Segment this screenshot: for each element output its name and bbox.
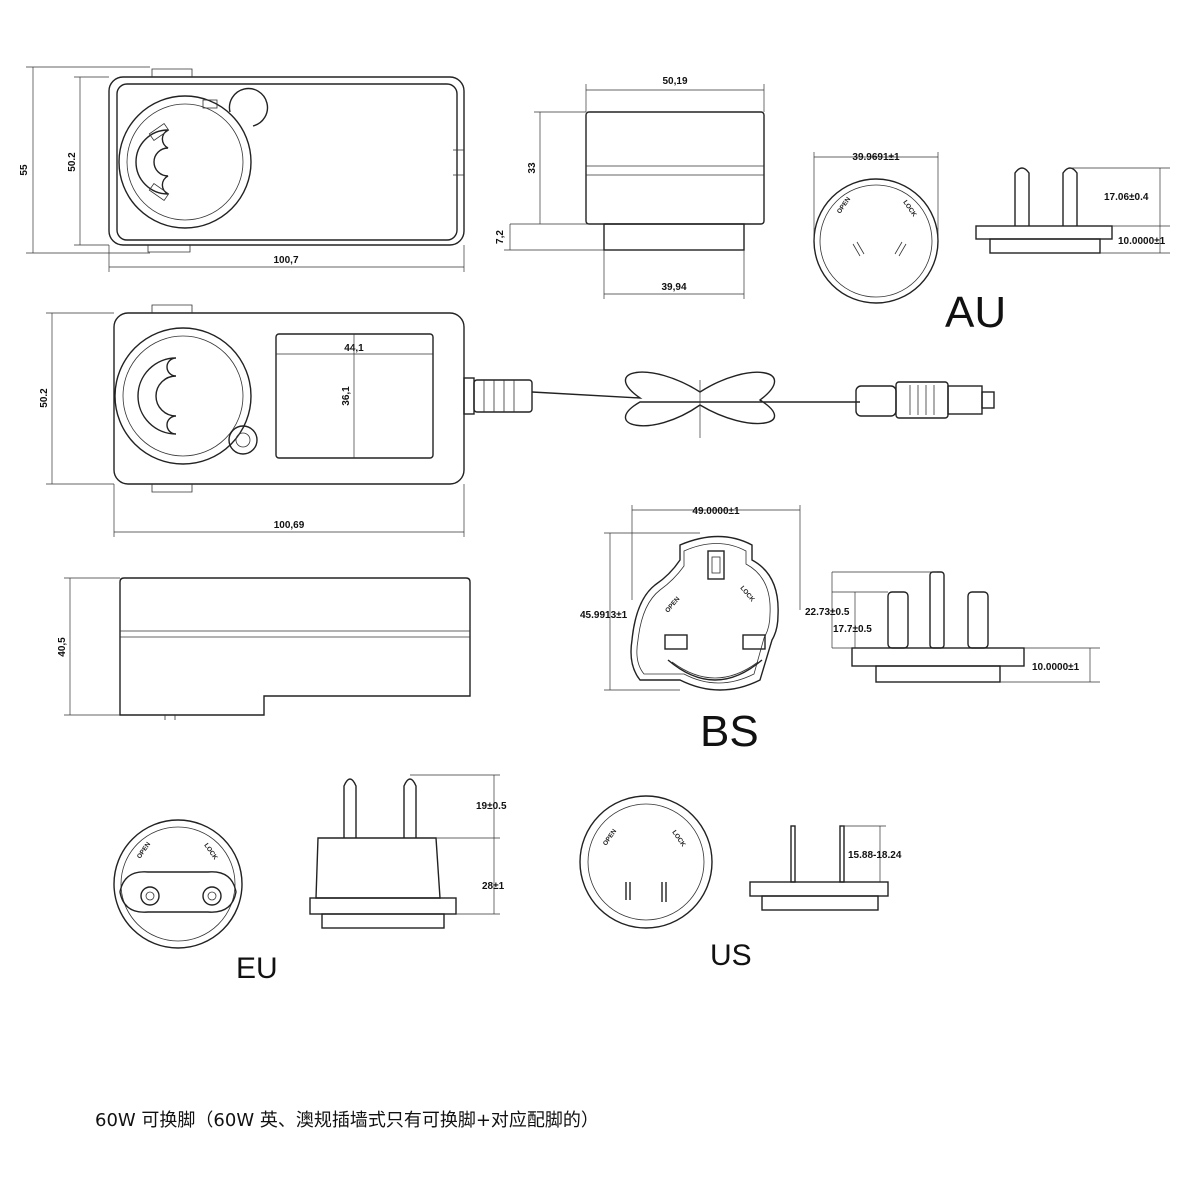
bs-open-text: OPEN (664, 595, 681, 614)
dim-bs-width: 49.0000±1 (692, 506, 740, 517)
eu-open-text: OPEN (136, 841, 152, 860)
dim-au-base: 10.0000±1 (1118, 236, 1166, 247)
caption: 60W 可换脚（60W 英、澳规插墙式只有可换脚+对应配脚的） (95, 1110, 599, 1131)
au-lock-text: LOCK (901, 199, 917, 218)
dim-side-width: 50,19 (662, 76, 687, 87)
dim-bs-base: 10.0000±1 (1032, 662, 1080, 673)
label-au: AU (945, 288, 1006, 337)
label-eu: EU (236, 952, 278, 985)
dim-bs-height: 45.9913±1 (580, 610, 628, 621)
dim-eu-pin: 19±0.5 (476, 801, 507, 812)
dim-side-base-width: 39,94 (661, 282, 686, 293)
eu-plug: OPEN LOCK EU 19±0.5 28±1 (113, 774, 507, 985)
dim-top-height-inner: 50.2 (67, 152, 78, 172)
dim-front-height: 50.2 (39, 388, 50, 408)
front-view: 44,1 36,1 50.2 100,69 (39, 304, 995, 537)
dim-eu-body: 28±1 (482, 881, 505, 892)
top-view: 55 50.2 100,7 (19, 66, 465, 272)
us-open-text: OPEN (602, 828, 618, 847)
side-view: 50,19 33 7,2 39,94 (495, 76, 765, 299)
bs-lock-text: LOCK (738, 585, 755, 604)
bs-plug: OPEN LOCK 49.0000±1 45.9913±1 22.73±0.5 … (580, 505, 1100, 756)
dim-bs-pin-mid: 17.7±0.5 (833, 624, 872, 635)
label-bs: BS (700, 707, 759, 756)
au-plug: OPEN LOCK 39.9691±1 17.06±0.4 10.0000±1 … (813, 152, 1170, 337)
dim-top-width: 100,7 (273, 255, 298, 266)
dim-front-label-h: 36,1 (341, 386, 352, 406)
us-lock-text: LOCK (670, 829, 686, 848)
dim-front-width: 100,69 (274, 520, 305, 531)
side-view-2: 40,5 (57, 577, 471, 720)
label-us: US (710, 939, 752, 972)
eu-lock-text: LOCK (202, 842, 218, 861)
dim-side-base-height: 7,2 (495, 230, 506, 244)
dim-side-height: 33 (527, 162, 538, 174)
us-plug: OPEN LOCK US 15.88-18.24 (579, 795, 902, 972)
dim-au-diameter: 39.9691±1 (852, 152, 900, 163)
dim-us-pin: 15.88-18.24 (848, 850, 902, 861)
au-open-text: OPEN (836, 196, 852, 215)
dim-au-pin: 17.06±0.4 (1104, 192, 1149, 203)
dim-top-height-outer: 55 (19, 164, 30, 176)
dim-bs-pin-top: 22.73±0.5 (805, 607, 850, 618)
dim-side2-height: 40,5 (57, 637, 68, 657)
